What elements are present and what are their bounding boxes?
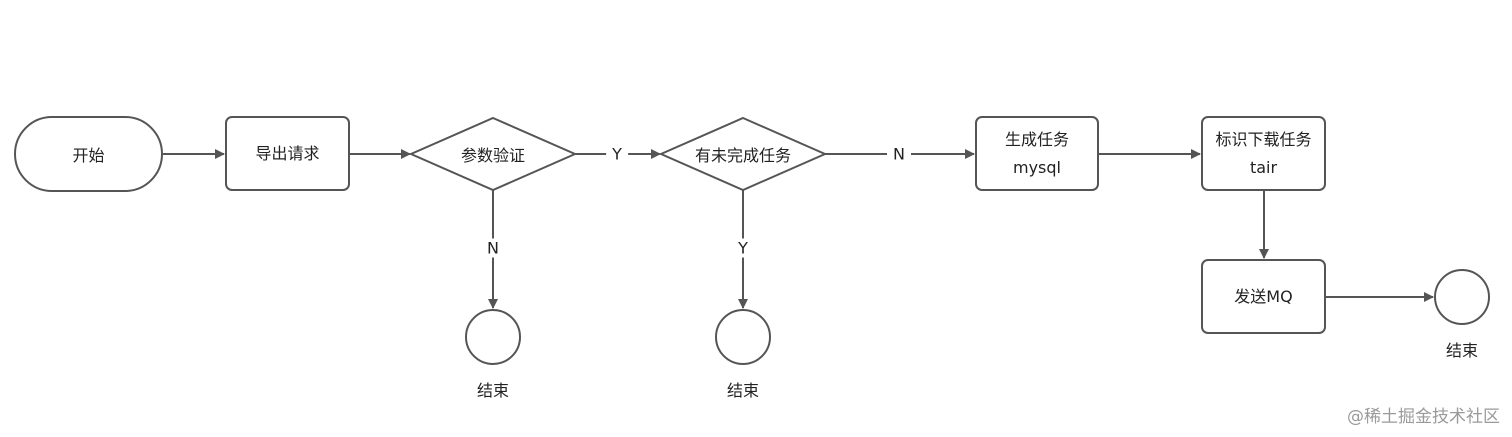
end-circle-2 [715,309,771,365]
unfinished-diamond [658,116,828,192]
edge-label-param-no: N [481,238,505,258]
param-check-label: 参数验证 [460,146,526,165]
unfinished-label: 有未完成任务 [694,146,792,165]
export-request-box: 导出请求 [225,116,350,191]
edge-label-param-yes: Y [606,144,628,164]
end-label-2: 结束 [726,381,760,400]
param-check-diamond [408,116,578,192]
create-task-line1: 生成任务 [1004,129,1069,149]
mark-task-line1: 标识下载任务 [1215,129,1312,149]
send-mq-box: 发送MQ [1201,259,1326,334]
mark-task-line2: tair [1249,157,1278,177]
start-node: 开始 [14,116,163,192]
send-mq-label: 发送MQ [1234,286,1293,306]
export-request-label: 导出请求 [255,143,320,163]
end-circle-1 [465,309,521,365]
edge-label-unfinished-no: N [887,144,911,164]
end-label-3: 结束 [1445,341,1479,360]
edge-label-unfinished-yes: Y [732,238,754,258]
end-circle-3 [1434,269,1490,325]
end-label-1: 结束 [476,381,510,400]
mark-task-box: 标识下载任务 tair [1201,116,1326,191]
watermark: @稀土掘金技术社区 [1347,407,1500,427]
start-label: 开始 [72,146,105,165]
create-task-box: 生成任务 mysql [975,116,1099,191]
create-task-line2: mysql [1013,157,1061,177]
